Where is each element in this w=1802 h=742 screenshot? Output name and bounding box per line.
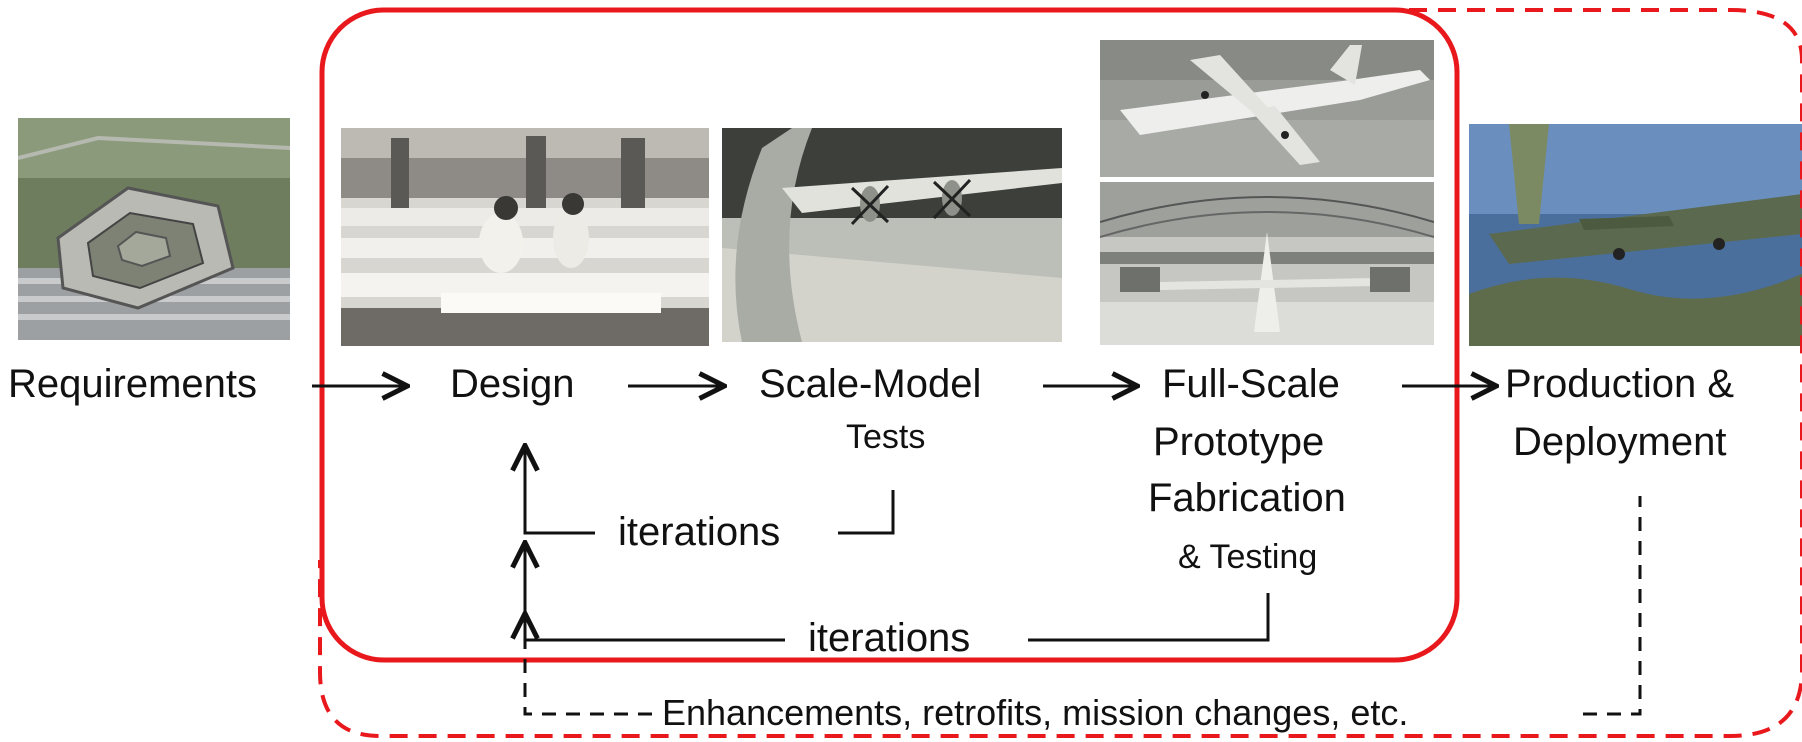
inner-iterations-loop [525, 448, 595, 535]
production-label-1: Production & [1505, 362, 1735, 406]
outer-iterations-label: iterations [808, 616, 971, 660]
outer-iterations-loop [525, 545, 785, 642]
production-label-2: Deployment [1513, 420, 1727, 464]
core-process-boundary [319, 7, 1460, 663]
feedback-loop [525, 616, 652, 716]
full-scale-label-3: Fabrication [1148, 476, 1346, 520]
scale-model-tests-label: Tests [846, 418, 926, 456]
scale-model-photo [722, 128, 1062, 342]
scale-model-label: Scale-Model [759, 362, 982, 406]
lifecycle-boundary [318, 8, 1802, 738]
requirements-photo [18, 118, 290, 340]
full-scale-label-2: Prototype [1153, 420, 1325, 464]
full-scale-hangar-photo [1100, 182, 1434, 345]
full-scale-label-1: Full-Scale [1162, 362, 1340, 406]
design-photo [341, 128, 709, 346]
inner-iterations-label: iterations [618, 510, 781, 554]
full-scale-flight-photo [1100, 40, 1434, 177]
design-label: Design [450, 362, 575, 406]
production-photo [1469, 124, 1802, 346]
full-scale-label-4: & Testing [1178, 538, 1318, 576]
requirements-label: Requirements [8, 362, 258, 406]
feedback-label: Enhancements, retrofits, mission changes… [662, 692, 1409, 733]
